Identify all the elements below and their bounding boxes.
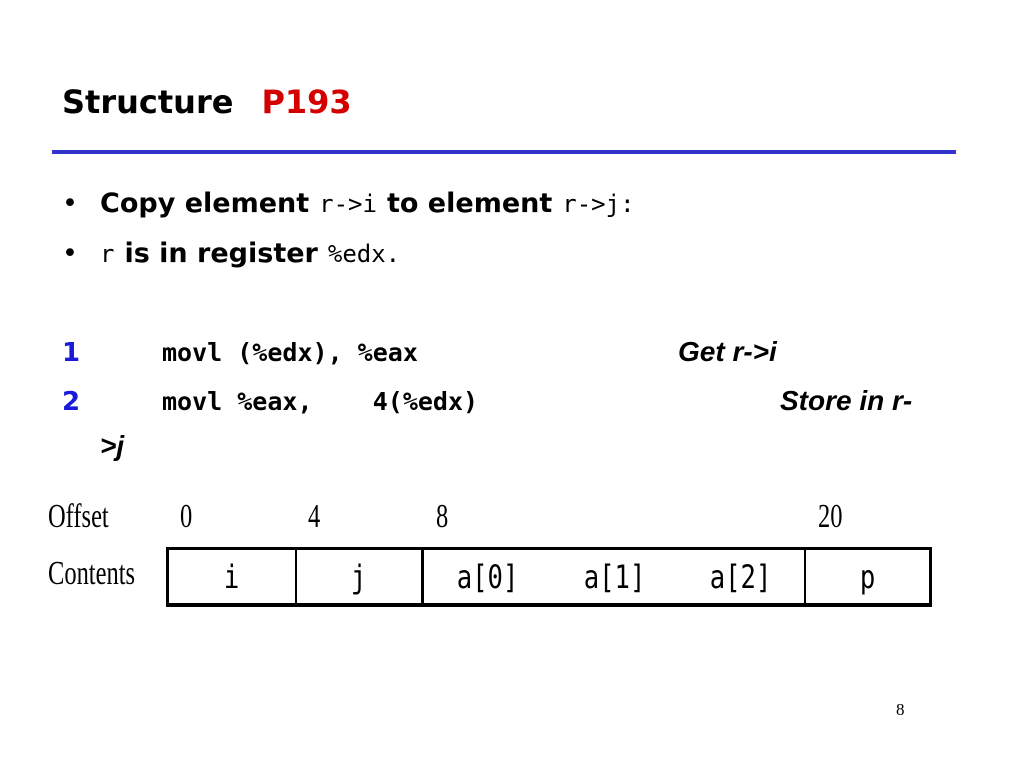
- bullet-code: r: [100, 240, 115, 268]
- struct-cell: j: [351, 557, 367, 596]
- slide-title: Structure P193: [62, 80, 352, 124]
- cell-divider: [421, 550, 424, 603]
- bullet-code: r->i: [319, 190, 377, 218]
- code-comment: Get r->i: [678, 336, 777, 367]
- code-instruction: movl (%edx), %eax: [162, 338, 418, 367]
- bullet-text: Copy element: [100, 188, 310, 219]
- struct-cell: a[1]: [584, 557, 646, 596]
- code-line-number: 2: [62, 387, 81, 417]
- struct-cell: p: [859, 557, 876, 596]
- bullet-copy-element: • Copy element r->i to element r->j:: [62, 186, 645, 222]
- bullet-dot: •: [62, 238, 78, 269]
- page-number: 8: [896, 700, 905, 719]
- title-main: Structure: [62, 83, 234, 121]
- bullet-dot: •: [62, 188, 78, 219]
- struct-layout-box: i j a[0] a[1] a[2] p: [166, 547, 932, 607]
- struct-cell: a[2]: [710, 557, 772, 596]
- offset-value: 20: [818, 498, 843, 535]
- cell-divider: [295, 550, 297, 603]
- bullet-register: • r is in register %edx.: [62, 236, 410, 272]
- bullet-code: %edx.: [327, 240, 401, 268]
- offset-label: Offset: [48, 498, 109, 535]
- bullet-code: r->j:: [562, 190, 635, 218]
- title-page-ref: P193: [261, 83, 352, 121]
- offset-value: 8: [436, 498, 449, 535]
- bullet-text: is in register: [124, 238, 318, 269]
- code-comment: Store in r-: [780, 385, 913, 416]
- code-instruction: movl %eax, 4(%edx): [162, 387, 479, 416]
- contents-label: Contents: [48, 555, 136, 592]
- struct-cell: i: [224, 557, 240, 596]
- offset-value: 4: [308, 498, 321, 535]
- code-line-number: 1: [62, 338, 81, 368]
- offset-value: 0: [180, 498, 193, 535]
- cell-divider: [804, 550, 806, 603]
- code-comment-wrap: >j: [100, 430, 125, 461]
- struct-cell: a[0]: [457, 557, 519, 596]
- title-underline: [52, 150, 956, 154]
- bullet-text: to element: [386, 188, 553, 219]
